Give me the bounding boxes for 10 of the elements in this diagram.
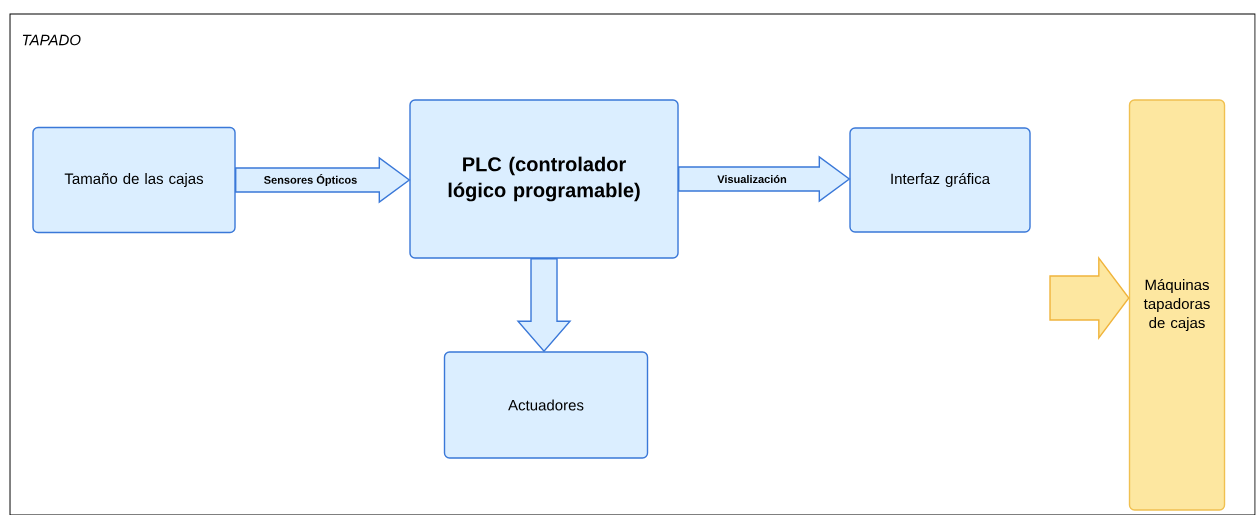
edge-label: Sensores Ópticos [264,174,357,186]
process-box: Máquinas tapadoras de cajas [1128,99,1226,511]
process-box: Tamaño de las cajas [32,126,236,234]
edge-label: Visualización [717,174,787,184]
block-arrow [516,258,572,353]
process-box: Actuadores [443,351,649,459]
title: TAPADO [22,34,81,46]
process-box: PLC (controlador lógico programable) [409,99,679,259]
process-box: Interfaz gráfica [849,127,1031,233]
block-arrow [1049,255,1130,341]
